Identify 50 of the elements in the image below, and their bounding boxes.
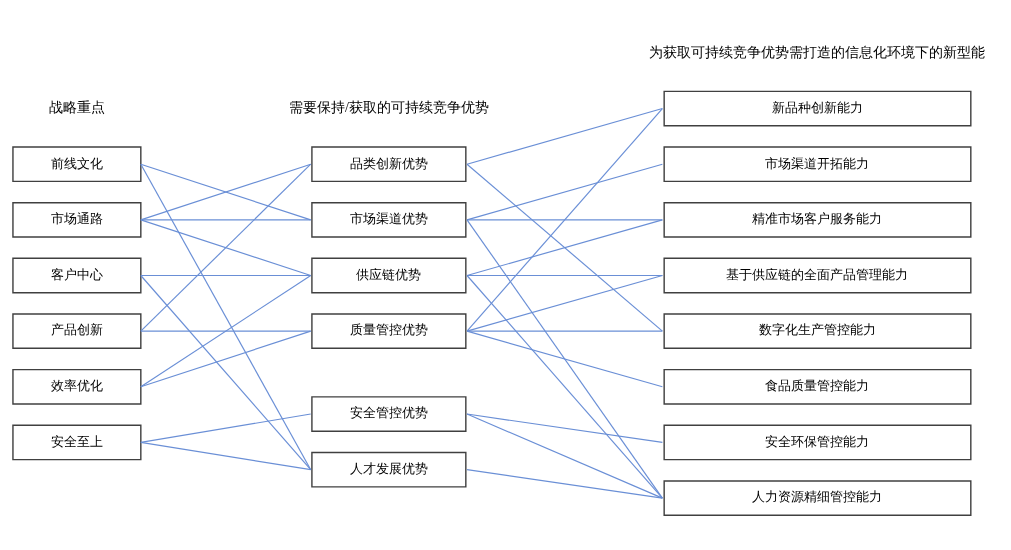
connector xyxy=(140,218,312,276)
connector xyxy=(466,468,663,499)
connector xyxy=(466,412,663,499)
connector xyxy=(466,274,663,332)
connector xyxy=(140,412,312,443)
node-box: 市场渠道开拓能力 xyxy=(663,145,972,182)
connector xyxy=(466,163,663,220)
connector xyxy=(466,218,663,276)
connector xyxy=(140,218,312,220)
node-box: 供应链优势 xyxy=(311,257,467,293)
connector xyxy=(140,163,312,470)
node-box: 人才发展优势 xyxy=(311,451,467,488)
connector xyxy=(140,441,312,470)
label: 需要保持/获取的可持续竞争优势 xyxy=(288,98,489,115)
node-box: 质量管控优势 xyxy=(311,312,467,349)
connector xyxy=(466,412,663,443)
label: 战略重点 xyxy=(48,98,105,115)
node-box: 人力资源精细管控能力 xyxy=(663,479,972,516)
node-box: 安全环保管控能力 xyxy=(663,424,972,460)
node-box: 效率优化 xyxy=(12,368,142,405)
connector xyxy=(140,274,312,276)
connector xyxy=(140,163,312,332)
connector xyxy=(140,274,312,387)
node-box: 数字化生产管控能力 xyxy=(663,312,972,349)
connector xyxy=(140,330,312,387)
connector xyxy=(466,274,663,276)
connector xyxy=(140,163,312,220)
node-box: 精准市场客户服务能力 xyxy=(663,201,972,238)
connector xyxy=(466,163,663,332)
node-box: 新品种创新能力 xyxy=(663,90,972,126)
node-box: 食品质量管控能力 xyxy=(663,368,972,405)
label: 为获取可持续竞争优势需打造的信息化环境下的新型能 xyxy=(649,43,986,60)
node-box: 安全管控优势 xyxy=(311,395,467,432)
node-box: 产品创新 xyxy=(12,312,142,349)
connector xyxy=(140,330,312,332)
connector xyxy=(466,330,663,387)
node-box: 基于供应链的全面产品管理能力 xyxy=(663,257,972,293)
connector xyxy=(140,274,312,470)
node-box: 前线文化 xyxy=(12,145,142,182)
connector xyxy=(466,218,663,220)
connector xyxy=(466,107,663,332)
connector xyxy=(466,218,663,499)
connector xyxy=(466,330,663,332)
node-box: 客户中心 xyxy=(12,257,142,293)
connector xyxy=(466,274,663,499)
node-box: 品类创新优势 xyxy=(311,145,467,182)
node-box: 安全至上 xyxy=(12,424,142,460)
node-box: 市场渠道优势 xyxy=(311,201,467,238)
node-box: 市场通路 xyxy=(12,201,142,238)
connector xyxy=(466,107,663,165)
